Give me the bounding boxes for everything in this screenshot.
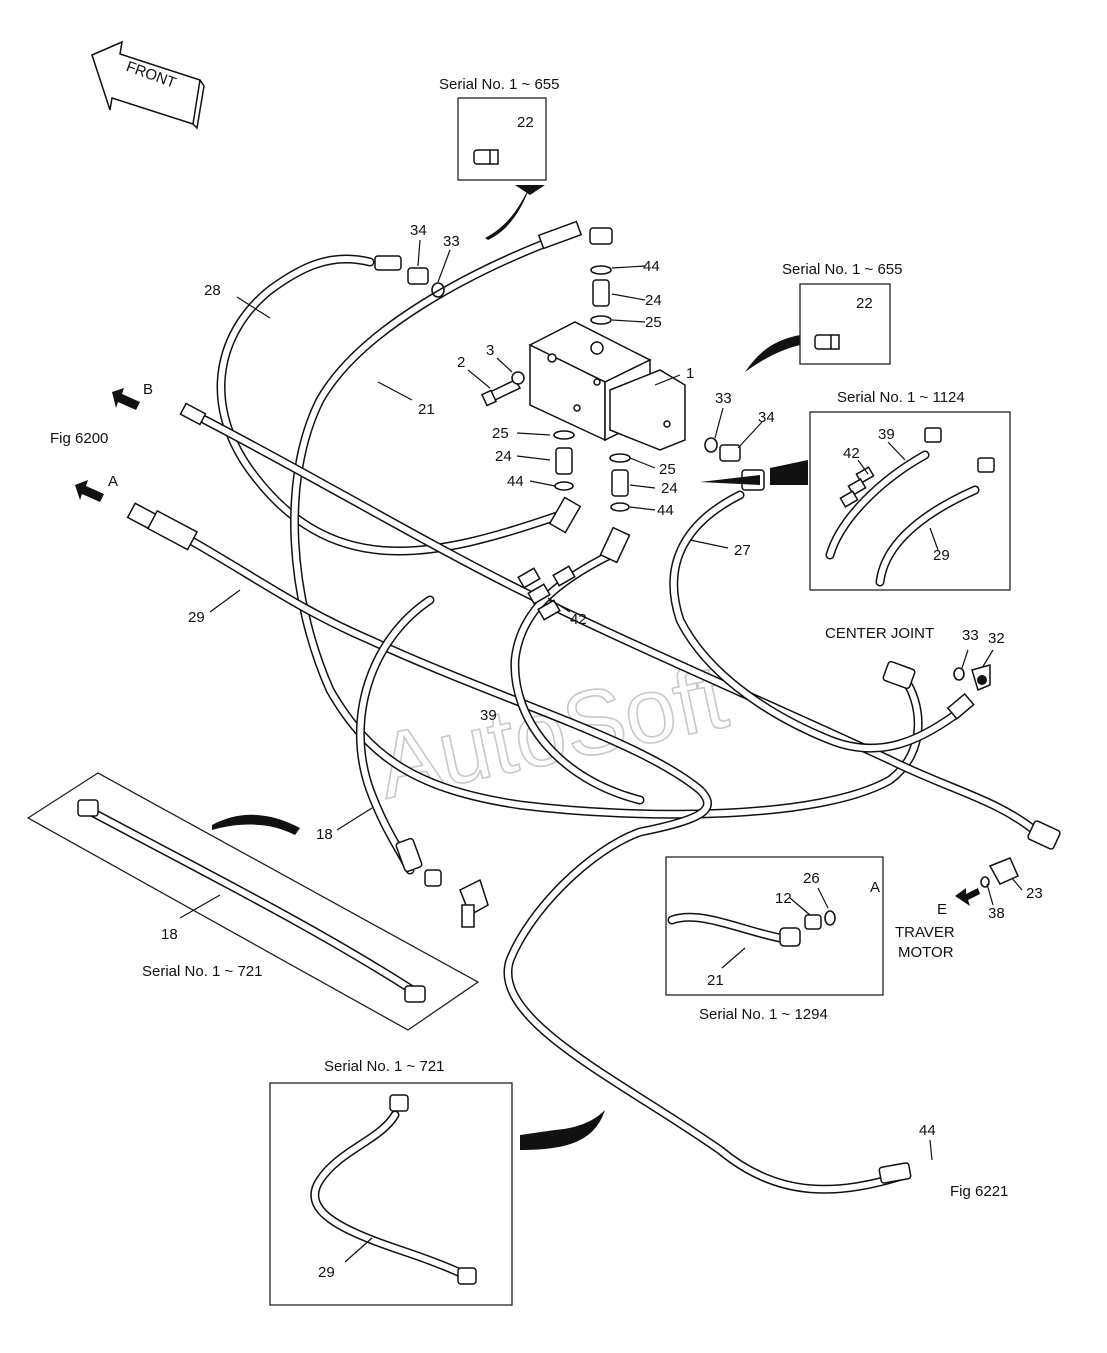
callout-23: 23 [1026, 885, 1043, 902]
callout-42a: 42 [570, 611, 587, 628]
valve-block [528, 321, 686, 451]
callout-32: 32 [988, 630, 1005, 647]
inset-top-left [457, 97, 547, 181]
serial-left-hose: Serial No. 1 ~ 721 [142, 963, 263, 980]
callout-22b: 22 [856, 295, 873, 312]
callout-44b: 44 [507, 473, 524, 490]
callout-44d: 44 [919, 1122, 936, 1139]
callout-18b: 18 [161, 926, 178, 943]
callout-44a: 44 [643, 258, 660, 275]
arrow-label-a-right: A [870, 879, 880, 896]
callout-24c: 24 [661, 480, 678, 497]
hoses [185, 227, 1045, 1194]
tee-fitting-18 [424, 869, 489, 928]
callout-33c: 33 [962, 627, 979, 644]
serial-top-left: Serial No. 1 ~ 655 [439, 76, 560, 93]
callout-33a: 33 [443, 233, 460, 250]
front-arrow-icon: FRONT [91, 40, 205, 130]
fig-6200-label: Fig 6200 [50, 430, 108, 447]
callout-42b: 42 [843, 445, 860, 462]
arrow-label-e: E [937, 901, 947, 918]
callout-44c: 44 [657, 502, 674, 519]
fig-6221-label: Fig 6221 [950, 1183, 1008, 1200]
leader-lines [209, 129, 1023, 1161]
callout-21: 21 [418, 401, 435, 418]
callout-29c: 29 [318, 1264, 335, 1281]
nut-3 [511, 371, 525, 385]
hose-fittings [126, 220, 1061, 1184]
serial-top-right: Serial No. 1 ~ 655 [782, 261, 903, 278]
callout-3: 3 [486, 342, 494, 359]
callout-24b: 24 [495, 448, 512, 465]
watermark: AutoSoft [369, 645, 735, 818]
serial-bottom: Serial No. 1 ~ 721 [324, 1058, 445, 1075]
callout-25c: 25 [659, 461, 676, 478]
callout-39a: 39 [480, 707, 497, 724]
callout-27: 27 [734, 542, 751, 559]
callout-1: 1 [686, 365, 694, 382]
callout-25b: 25 [492, 425, 509, 442]
serial-right-hose: Serial No. 1 ~ 1124 [837, 389, 965, 406]
bolt-2 [480, 379, 522, 407]
adapter-fittings [407, 265, 741, 512]
callout-39b: 39 [878, 426, 895, 443]
callout-33b: 33 [715, 390, 732, 407]
arrow-label-b: B [143, 381, 153, 398]
travel-motor-label-1: TRAVER [895, 924, 955, 941]
travel-motor-label-2: MOTOR [898, 944, 954, 961]
callout-29b: 29 [933, 547, 950, 564]
center-joint-fittings [953, 664, 1019, 888]
callout-2: 2 [457, 354, 465, 371]
callout-34a: 34 [410, 222, 427, 239]
serial-right-fitting: Serial No. 1 ~ 1294 [699, 1006, 828, 1023]
callout-38: 38 [988, 905, 1005, 922]
callout-24a: 24 [645, 292, 662, 309]
callout-25a: 25 [645, 314, 662, 331]
callout-12: 12 [775, 890, 792, 907]
callout-28: 28 [204, 282, 221, 299]
labels: Serial No. 1 ~ 655 Serial No. 1 ~ 655 Se… [50, 76, 1043, 1281]
inset-top-right [799, 283, 891, 365]
inset-right-fitting [665, 856, 884, 996]
inset-left-hose-18 [26, 772, 480, 1031]
inset-right-hose [809, 411, 1011, 591]
callout-18a: 18 [316, 826, 333, 843]
spiral-wrap-42 [517, 565, 576, 621]
callout-29a: 29 [188, 609, 205, 626]
callout-21b: 21 [707, 972, 724, 989]
center-joint-label: CENTER JOINT [825, 625, 934, 642]
curved-arrows [212, 185, 808, 1150]
arrow-label-a-left: A [108, 473, 118, 490]
inset-bottom-hose-29 [269, 1082, 513, 1306]
callout-22a: 22 [517, 114, 534, 131]
callout-26: 26 [803, 870, 820, 887]
callout-34b: 34 [758, 409, 775, 426]
